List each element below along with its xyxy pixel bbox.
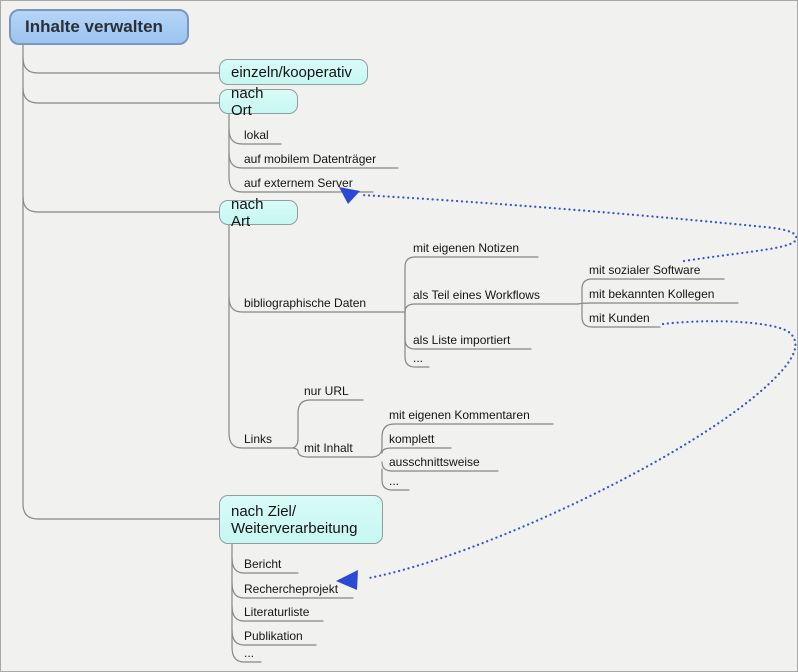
leaf-node-lokal[interactable]: lokal <box>244 128 269 142</box>
arrowhead-auf-externem-server <box>339 187 360 204</box>
branch-node-einzeln-kooperativ[interactable]: einzeln/kooperativ <box>219 59 368 85</box>
branch-node-nach-ort[interactable]: nach Ort <box>219 85 298 119</box>
leaf-node-bibliographische-daten[interactable]: bibliographische Daten <box>244 296 367 310</box>
cross-link-kunden-to-rechercheprojekt <box>367 320 797 580</box>
arrowhead-rechercheprojekt <box>336 570 358 590</box>
leaf-node-als-teil-eines-workflows[interactable]: als Teil eines Workflows <box>413 288 540 302</box>
tree-edges <box>22 44 739 663</box>
leaf-node-nur-url[interactable]: nur URL <box>304 384 349 398</box>
cross-link-software-to-server <box>359 193 797 263</box>
leaf-node-mit-sozialer-software[interactable]: mit sozialer Software <box>589 263 701 277</box>
leaf-node-inhalt-ellipsis[interactable]: ... <box>389 474 400 488</box>
leaf-node-mit-bekannten-kollegen[interactable]: mit bekannten Kollegen <box>589 287 715 301</box>
leaf-node-ausschnittsweise[interactable]: ausschnittsweise <box>389 455 480 469</box>
leaf-node-bib-ellipsis[interactable]: ... <box>413 351 424 365</box>
leaf-node-literaturliste[interactable]: Literaturliste <box>244 605 310 619</box>
branch-node-nach-ziel-weiterverarbeitung[interactable]: nach Ziel/ Weiterverarbeitung <box>219 495 383 544</box>
leaf-node-rechercheprojekt[interactable]: Rechercheprojekt <box>244 582 339 596</box>
leaf-node-mit-eigenen-notizen[interactable]: mit eigenen Notizen <box>413 241 520 255</box>
leaf-node-publikation[interactable]: Publikation <box>244 629 303 643</box>
leaf-node-als-liste-importiert[interactable]: als Liste importiert <box>413 333 511 347</box>
leaf-node-auf-mobilem-datentraeger[interactable]: auf mobilem Datenträger <box>244 152 377 166</box>
leaf-node-auf-externem-server[interactable]: auf externem Server <box>244 176 353 190</box>
leaf-node-komplett[interactable]: komplett <box>389 432 435 446</box>
leaf-node-mit-eigenen-kommentaren[interactable]: mit eigenen Kommentaren <box>389 408 530 422</box>
leaf-node-mit-kunden[interactable]: mit Kunden <box>589 311 650 325</box>
leaf-node-links[interactable]: Links <box>244 432 273 446</box>
leaf-node-ziel-ellipsis[interactable]: ... <box>244 646 255 660</box>
root-node-inhalte-verwalten[interactable]: Inhalte verwalten <box>9 9 189 45</box>
branch-node-nach-art[interactable]: nach Art <box>219 196 298 230</box>
leaf-node-bericht[interactable]: Bericht <box>244 557 282 571</box>
leaf-node-mit-inhalt[interactable]: mit Inhalt <box>304 441 353 455</box>
